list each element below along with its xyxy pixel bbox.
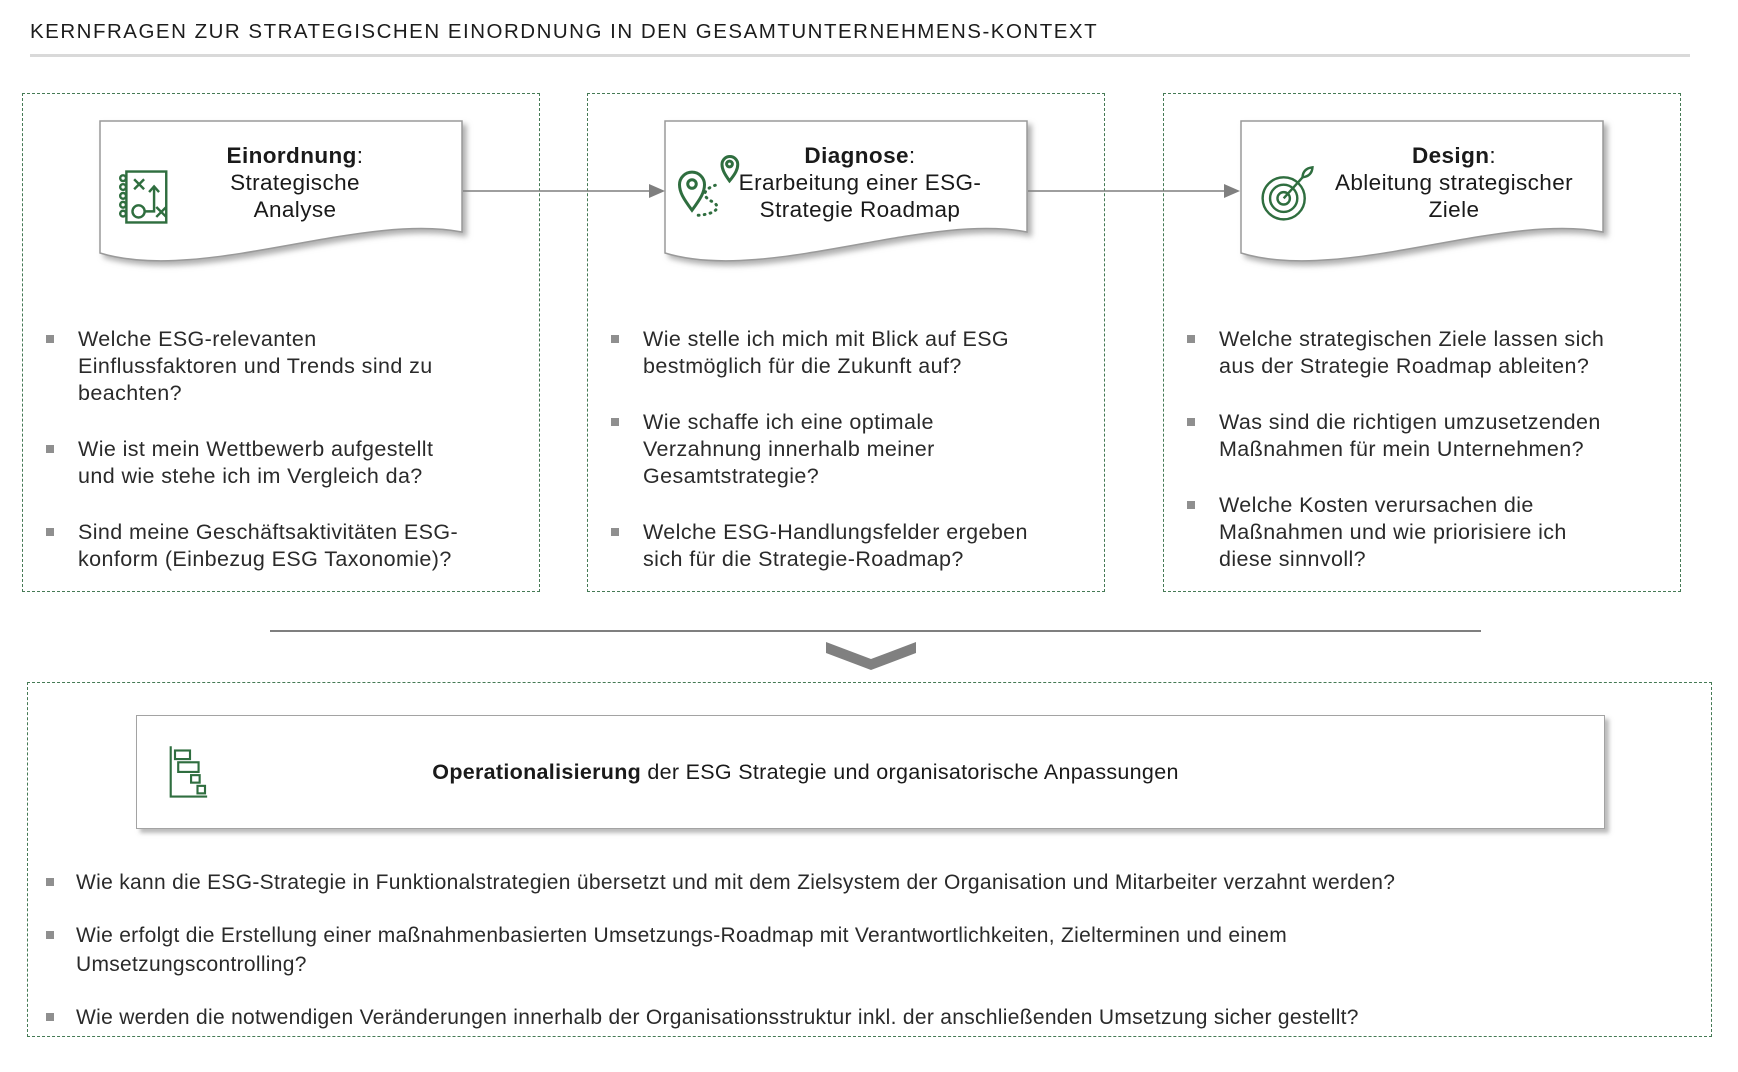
wave-banner-shape: [664, 120, 1028, 262]
step-title-block: Einordnung: Strategische Analyse: [113, 142, 477, 223]
bullet-square-icon: [611, 528, 619, 536]
list-item: Wie werden die notwendigen Veränderungen…: [28, 1003, 1711, 1032]
bullet-square-icon: [46, 1013, 54, 1021]
strategy-plan-icon: [118, 170, 168, 224]
list-item: Wie schaffe ich eine optimale Verzahnung…: [588, 409, 1104, 490]
bullet-square-icon: [1187, 501, 1195, 509]
list-item: Welche Kosten verursachen die Maßnahmen …: [1164, 492, 1680, 573]
step-title-block: Diagnose: Erarbeitung einer ESG-Strategi…: [678, 142, 1042, 223]
wave-banner-shape: [99, 120, 463, 262]
arrow-diagnose-to-design: [1028, 184, 1240, 198]
list-item: Was sind die richtigen umzusetzenden Maß…: [1164, 409, 1680, 463]
gantt-chart-icon: [169, 746, 208, 798]
list-item: Wie kann die ESG-Strategie in Funktional…: [28, 868, 1711, 897]
operationalisierung-banner: Operationalisierung der ESG Strategie un…: [136, 715, 1605, 829]
bullet-square-icon: [46, 445, 54, 453]
list-item: Sind meine Geschäftsaktivitäten ESG-konf…: [23, 519, 539, 573]
step-title: Design:: [1411, 143, 1497, 168]
wave-banner-shape: [1240, 120, 1604, 262]
step-banner-einordnung: Einordnung: Strategische Analyse: [99, 120, 463, 280]
bullet-square-icon: [46, 931, 54, 939]
list-item: Wie ist mein Wettbewerb aufgestellt und …: [23, 436, 539, 490]
section-operationalisierung: Operationalisierung der ESG Strategie un…: [27, 682, 1712, 1037]
operationalisierung-title: Operationalisierung der ESG Strategie un…: [432, 759, 1179, 784]
target-dart-icon: [1261, 165, 1314, 221]
column-design: Design: Ableitung strategischer Ziele We…: [1163, 93, 1681, 592]
bullet-square-icon: [1187, 335, 1195, 343]
question-list-operationalisierung: Wie kann die ESG-Strategie in Funktional…: [28, 868, 1711, 1056]
title-underline: [30, 54, 1690, 57]
bullet-square-icon: [1187, 418, 1195, 426]
page-title: KERNFRAGEN ZUR STRATEGISCHEN EINORDNUNG …: [30, 20, 1099, 43]
question-list-einordnung: Welche ESG-relevanten Einflussfaktoren u…: [23, 326, 539, 602]
section-divider-line: [270, 630, 1481, 632]
step-title-block: Design: Ableitung strategischer Ziele: [1272, 142, 1636, 223]
question-list-diagnose: Wie stelle ich mich mit Blick auf ESG be…: [588, 326, 1104, 602]
bullet-square-icon: [46, 335, 54, 343]
list-item: Welche ESG-Handlungsfelder ergeben sich …: [588, 519, 1104, 573]
bullet-square-icon: [611, 418, 619, 426]
route-map-pins-icon: [677, 155, 740, 217]
list-item: Wie stelle ich mich mit Blick auf ESG be…: [588, 326, 1104, 380]
list-item: Welche ESG-relevanten Einflussfaktoren u…: [23, 326, 539, 407]
step-subtitle: Erarbeitung einer ESG-Strategie Roadmap: [738, 170, 982, 222]
bullet-square-icon: [611, 335, 619, 343]
step-subtitle: Strategische Analyse: [230, 170, 360, 222]
question-list-design: Welche strategischen Ziele lassen sich a…: [1164, 326, 1680, 602]
step-title: Einordnung:: [226, 143, 364, 168]
step-subtitle: Ableitung strategischer Ziele: [1334, 170, 1574, 222]
chevron-down-icon: [826, 642, 916, 670]
list-item: Wie erfolgt die Erstellung einer maßnahm…: [28, 921, 1711, 979]
column-einordnung: Einordnung: Strategische Analyse Welche …: [22, 93, 540, 592]
column-diagnose: Diagnose: Erarbeitung einer ESG-Strategi…: [587, 93, 1105, 592]
step-title: Diagnose:: [804, 143, 916, 168]
arrow-einordnung-to-diagnose: [463, 184, 665, 198]
list-item: Welche strategischen Ziele lassen sich a…: [1164, 326, 1680, 380]
step-banner-diagnose: Diagnose: Erarbeitung einer ESG-Strategi…: [664, 120, 1028, 280]
bullet-square-icon: [46, 528, 54, 536]
step-banner-design: Design: Ableitung strategischer Ziele: [1240, 120, 1604, 280]
bullet-square-icon: [46, 878, 54, 886]
